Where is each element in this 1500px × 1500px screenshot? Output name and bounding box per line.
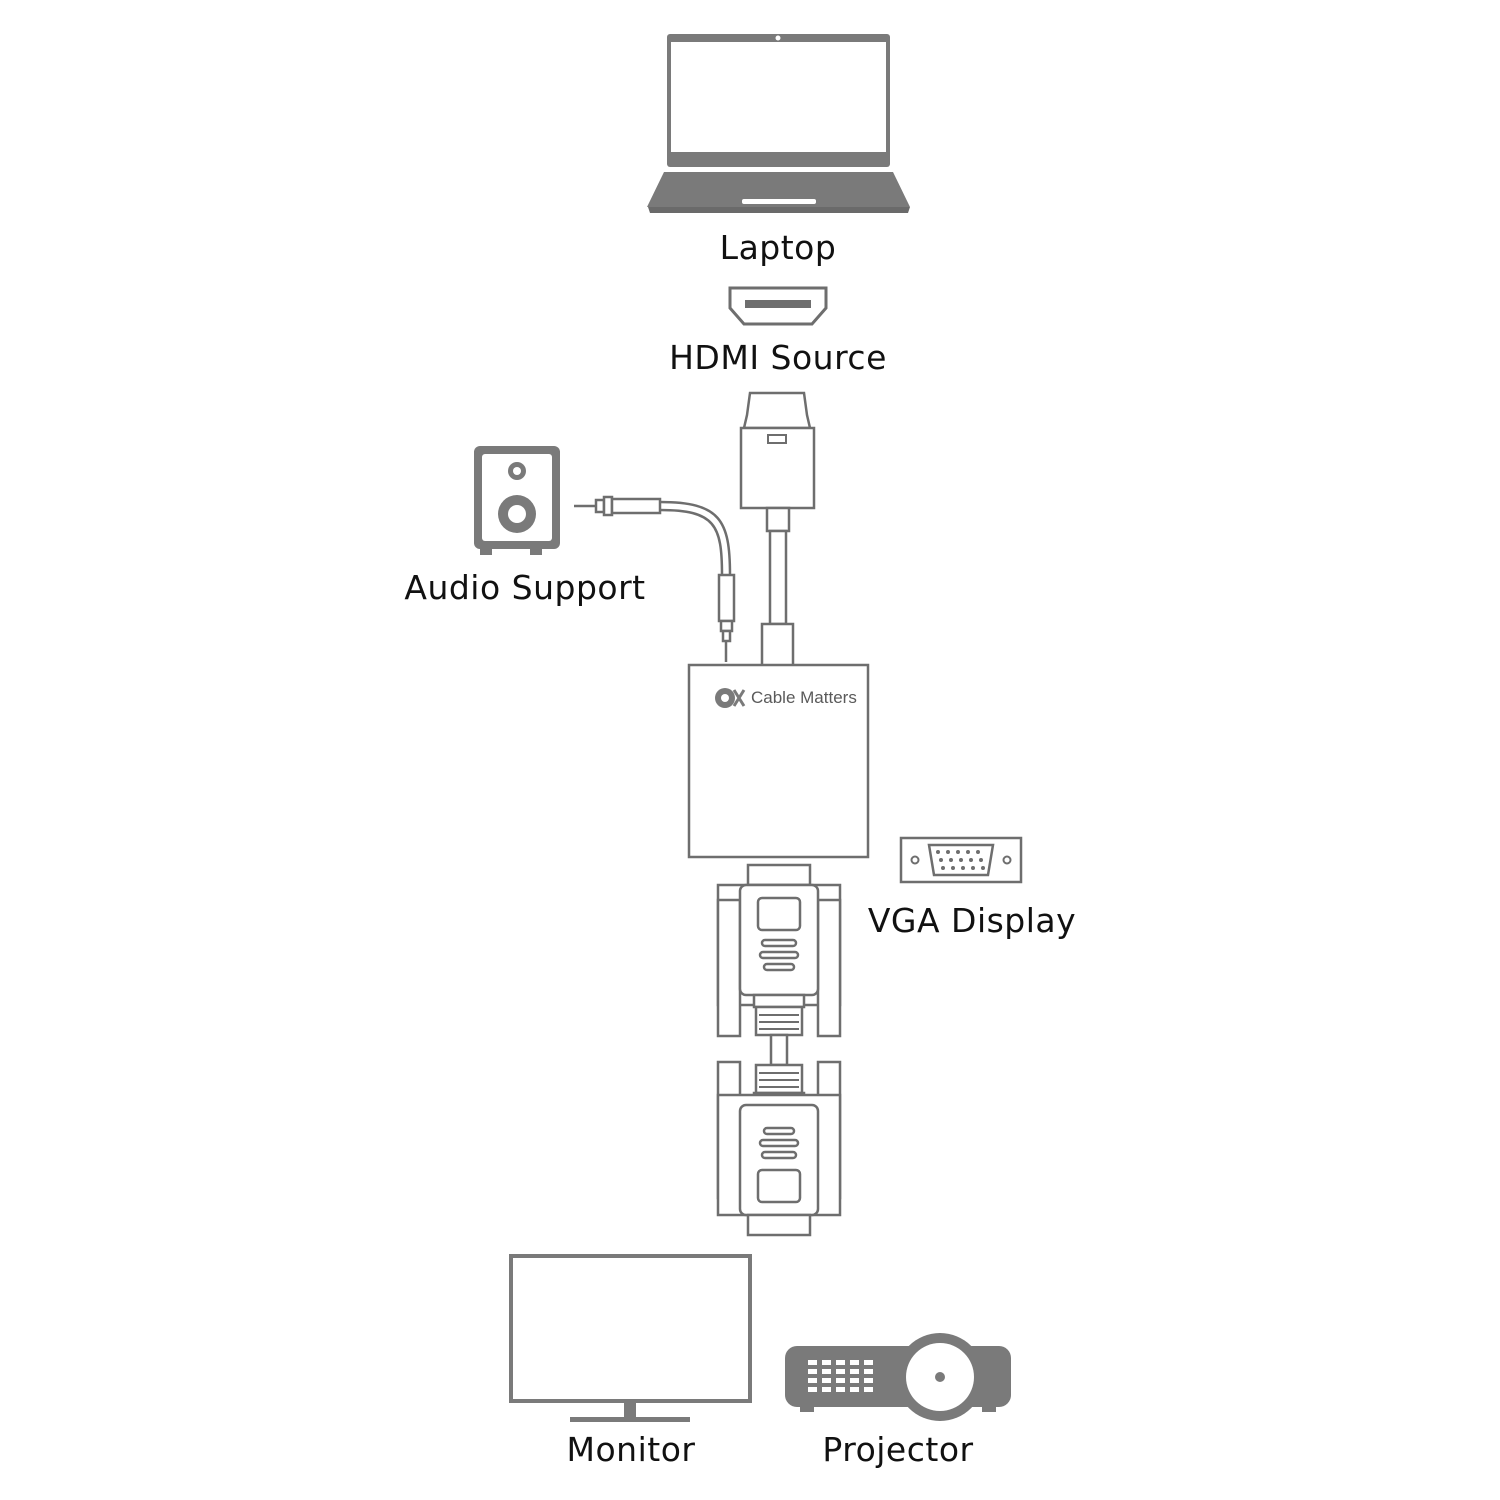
laptop-label: Laptop [719, 228, 837, 267]
audio-support-label: Audio Support [404, 568, 646, 607]
hdmi-port-icon [728, 286, 828, 326]
vga-connector-icon [716, 863, 842, 1067]
hdmi-source-label: HDMI Source [669, 338, 887, 377]
vga-port-icon [899, 836, 1023, 884]
audio-cable [574, 495, 736, 662]
projector-label: Projector [822, 1430, 974, 1469]
monitor-icon [509, 1254, 752, 1422]
monitor-label: Monitor [566, 1430, 696, 1469]
adapter-brand-label: Cable Matters [751, 688, 857, 707]
speaker-icon [474, 446, 560, 555]
hdmi-plug-icon [739, 391, 816, 668]
cable-matters-logo [715, 688, 746, 708]
adapter-box [687, 663, 870, 859]
vga-connector-icon-lower [716, 1060, 842, 1237]
laptop-icon [647, 34, 910, 213]
projector-icon [785, 1333, 1011, 1421]
vga-display-label: VGA Display [867, 901, 1077, 940]
